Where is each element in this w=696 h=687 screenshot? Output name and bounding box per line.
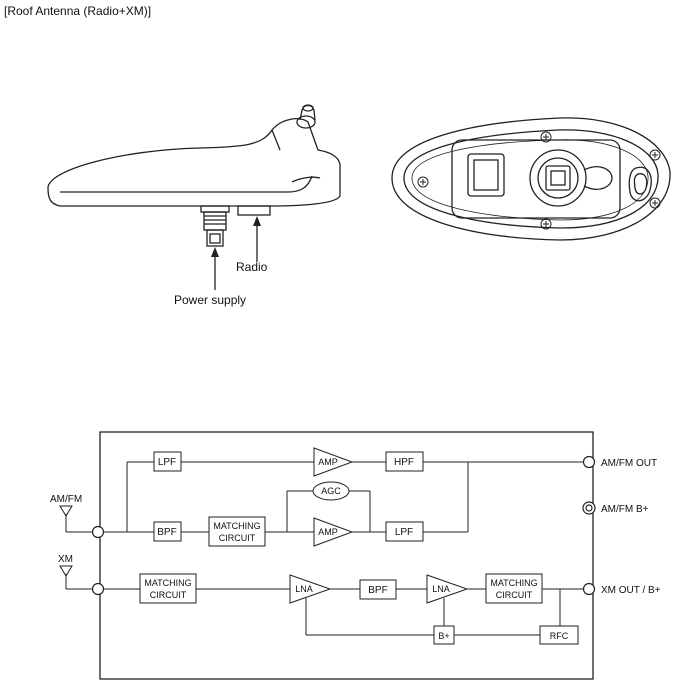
figure-title: [Roof Antenna (Radio+XM)] bbox=[4, 4, 152, 18]
lpf-bottom-label: LPF bbox=[395, 527, 413, 538]
lna-1-label: LNA bbox=[295, 584, 313, 594]
terminals bbox=[91, 455, 596, 596]
amp-top-label: AMP bbox=[318, 457, 338, 467]
agc-label: AGC bbox=[321, 486, 341, 496]
bplus-block-label: B+ bbox=[438, 631, 449, 641]
bpf-am-label: BPF bbox=[157, 527, 176, 538]
xm-out-label: XM OUT / B+ bbox=[601, 585, 661, 596]
bpf-xm-label: BPF bbox=[368, 585, 387, 596]
hpf-label: HPF bbox=[394, 457, 414, 468]
antenna-bottom-view bbox=[391, 117, 671, 241]
amfm-input-terminal bbox=[91, 525, 105, 539]
matching-xm-out-label-2: CIRCUIT bbox=[496, 590, 533, 600]
matching-am-label-2: CIRCUIT bbox=[219, 533, 256, 543]
lpf-top-label: LPF bbox=[158, 457, 176, 468]
xm-input-label: XM bbox=[58, 554, 73, 565]
xm-out-terminal bbox=[582, 582, 596, 596]
matching-am-label-1: MATCHING bbox=[213, 521, 260, 531]
amfm-out-label: AM/FM OUT bbox=[601, 458, 657, 469]
rfc-label: RFC bbox=[550, 631, 569, 641]
lna-2-label: LNA bbox=[432, 584, 450, 594]
amfm-bplus-label: AM/FM B+ bbox=[601, 504, 649, 515]
antenna-side-view bbox=[47, 104, 341, 290]
amfm-input-label: AM/FM bbox=[50, 494, 82, 505]
matching-xm-label-1: MATCHING bbox=[144, 578, 191, 588]
radio-callout: Radio bbox=[236, 260, 268, 274]
matching-xm-out-label-1: MATCHING bbox=[490, 578, 537, 588]
matching-xm-label-2: CIRCUIT bbox=[150, 590, 187, 600]
mounting-screws bbox=[417, 131, 661, 230]
amp-bottom-label: AMP bbox=[318, 527, 338, 537]
amfm-out-terminal bbox=[582, 455, 596, 469]
block-diagram bbox=[59, 431, 594, 680]
xm-input-terminal bbox=[91, 582, 105, 596]
power-supply-callout: Power supply bbox=[174, 293, 246, 307]
